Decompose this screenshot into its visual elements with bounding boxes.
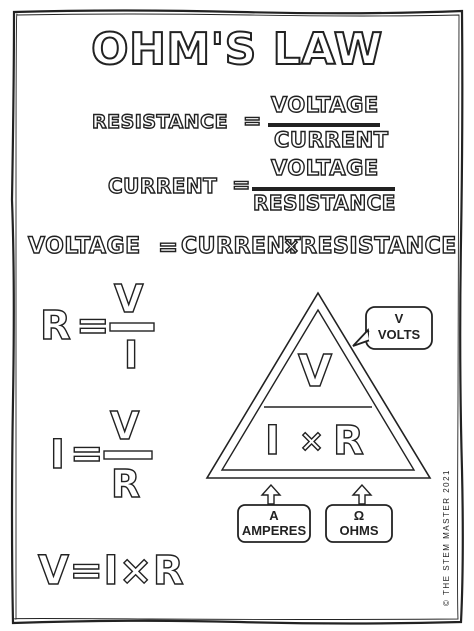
fraction-bar-current: [252, 187, 395, 191]
formula-voltage-left: VOLTAGE: [27, 234, 141, 259]
ohms-callout-box: [325, 504, 393, 543]
short-formula-r-numerator: V: [113, 277, 144, 321]
formula-voltage-current: CURRENT: [180, 234, 301, 259]
short-formula-r-equals: =: [75, 303, 111, 349]
formula-resistance-numerator: VOLTAGE: [270, 93, 379, 117]
formula-current-denominator: RESISTANCE: [252, 191, 396, 215]
fraction-bar-r: [109, 322, 155, 332]
volts-callout: [352, 306, 433, 350]
formula-current-equals: =: [231, 173, 251, 198]
formula-resistance-left: RESISTANCE: [91, 111, 229, 133]
formula-voltage-equals: =: [157, 233, 179, 261]
hand-drawn-border: [10, 9, 464, 625]
amperes-symbol: A: [269, 508, 279, 523]
arrow-up-icon: [351, 483, 373, 505]
short-formula-i-denominator: R: [110, 462, 141, 506]
ohms-law-triangle: [205, 291, 432, 479]
triangle-resistance-letter: R: [332, 418, 365, 464]
ohms-label: OHMS: [339, 523, 379, 538]
ohms-symbol: Ω: [353, 508, 365, 523]
arrow-up-icon: [260, 483, 282, 505]
fraction-bar-resistance: [268, 123, 380, 127]
volts-symbol: V: [394, 311, 404, 326]
formula-current-left: CURRENT: [107, 174, 218, 198]
amperes-callout-box: [237, 504, 311, 543]
amperes-label: AMPERES: [241, 523, 307, 538]
formula-resistance-denominator: CURRENT: [273, 128, 389, 152]
formula-current-numerator: VOLTAGE: [270, 156, 379, 180]
formula-voltage-resistance: RESISTANCE: [299, 234, 457, 259]
short-formula-i-left: I: [49, 432, 66, 478]
formula-resistance-equals: =: [242, 109, 262, 134]
formula-voltage-times: ×: [282, 234, 301, 258]
volts-label: VOLTS: [377, 327, 421, 342]
short-formula-i-equals: =: [69, 431, 105, 477]
triangle-times-sign: ×: [298, 424, 325, 459]
short-formula-v: V=I×R: [37, 548, 185, 594]
triangle-current-letter: I: [264, 418, 281, 464]
short-formula-r-denominator: I: [123, 333, 139, 377]
short-formula-i-numerator: V: [109, 404, 140, 448]
copyright-text: © THE STEM MASTER 2021: [442, 469, 451, 606]
triangle-voltage-letter: V: [297, 346, 333, 397]
short-formula-r-left: R: [39, 303, 72, 349]
page-title: OHM'S LAW: [90, 24, 383, 75]
fraction-bar-i: [103, 450, 153, 460]
